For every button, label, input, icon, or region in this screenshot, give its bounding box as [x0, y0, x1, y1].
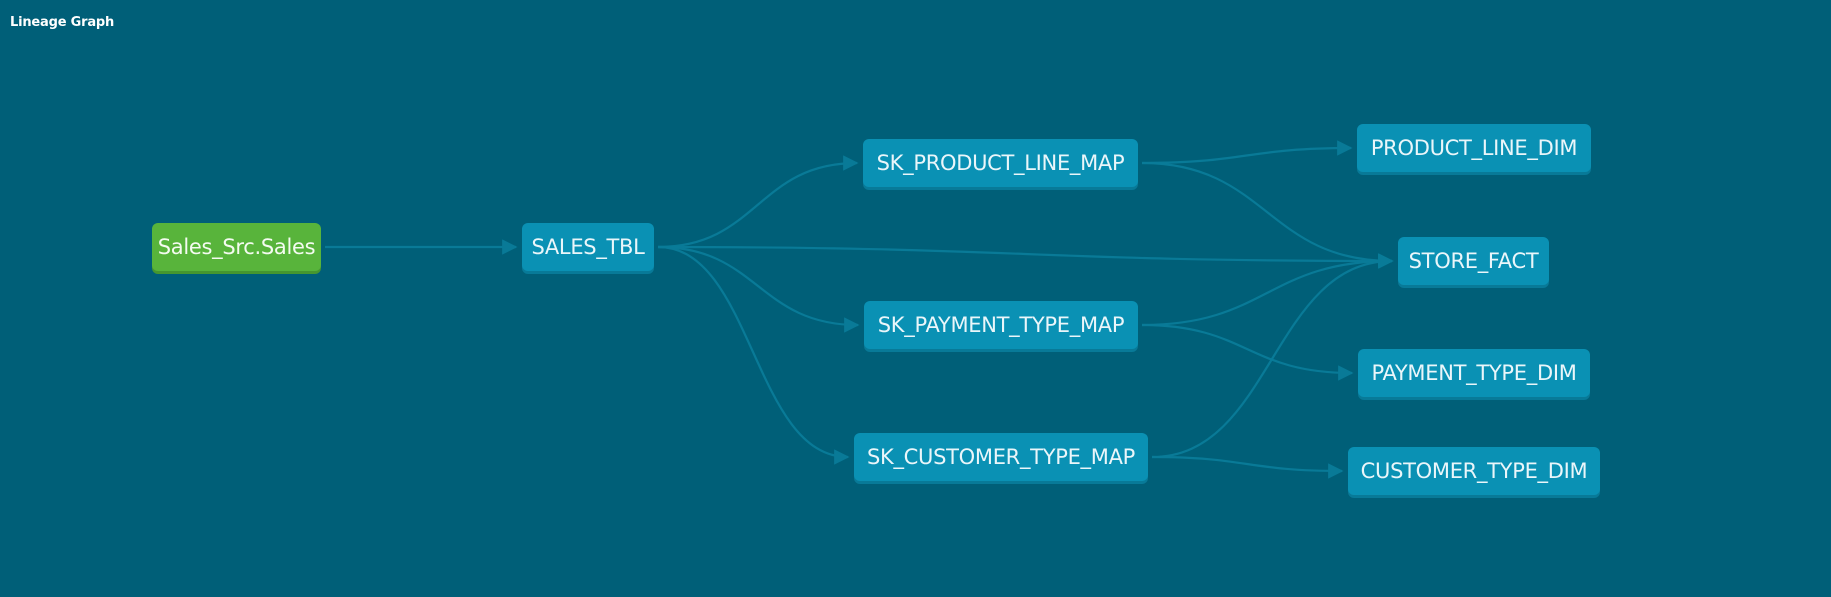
node-label: SK_PAYMENT_TYPE_MAP	[877, 313, 1125, 337]
node-label: PRODUCT_LINE_DIM	[1370, 136, 1578, 160]
node-sk-product-line-map[interactable]: SK_PRODUCT_LINE_MAP	[863, 139, 1138, 187]
node-label: PAYMENT_TYPE_DIM	[1371, 361, 1577, 385]
node-sk-payment-type-map[interactable]: SK_PAYMENT_TYPE_MAP	[864, 301, 1138, 349]
edge-sk_customer_type_map-to-customer_type_dim	[1151, 455, 1344, 479]
node-customer-type-dim[interactable]: CUSTOMER_TYPE_DIM	[1348, 447, 1600, 495]
node-sk-customer-type-map[interactable]: SK_CUSTOMER_TYPE_MAP	[854, 433, 1148, 481]
node-product-line-dim[interactable]: PRODUCT_LINE_DIM	[1357, 124, 1591, 172]
node-label: SK_PRODUCT_LINE_MAP	[876, 151, 1125, 175]
node-label: STORE_FACT	[1408, 249, 1539, 273]
node-store-fact[interactable]: STORE_FACT	[1398, 237, 1549, 285]
node-label: SALES_TBL	[531, 235, 645, 259]
edge-sk_payment_type_map-to-payment_type_dim	[1141, 323, 1354, 381]
node-label: SK_CUSTOMER_TYPE_MAP	[866, 445, 1136, 469]
edge-sales_tbl-to-sk_product_line_map	[657, 155, 859, 249]
node-sales-tbl[interactable]: SALES_TBL	[522, 223, 654, 271]
edge-sk_product_line_map-to-store_fact	[1141, 161, 1394, 269]
edge-sales_tbl-to-store_fact	[657, 245, 1394, 269]
edge-sk_product_line_map-to-product_line_dim	[1141, 140, 1353, 165]
edge-sales_tbl-to-sk_payment_type_map	[657, 245, 860, 333]
node-payment-type-dim[interactable]: PAYMENT_TYPE_DIM	[1358, 349, 1590, 397]
page-title: Lineage Graph	[10, 15, 115, 30]
node-label: Sales_Src.Sales	[157, 235, 316, 259]
node-sales-src-sales[interactable]: Sales_Src.Sales	[152, 223, 321, 271]
edge-sk_payment_type_map-to-store_fact	[1141, 253, 1394, 327]
node-label: CUSTOMER_TYPE_DIM	[1360, 459, 1588, 483]
edge-sk_customer_type_map-to-store_fact	[1151, 253, 1394, 459]
edge-sales_tbl-to-sk_customer_type_map	[657, 245, 850, 465]
